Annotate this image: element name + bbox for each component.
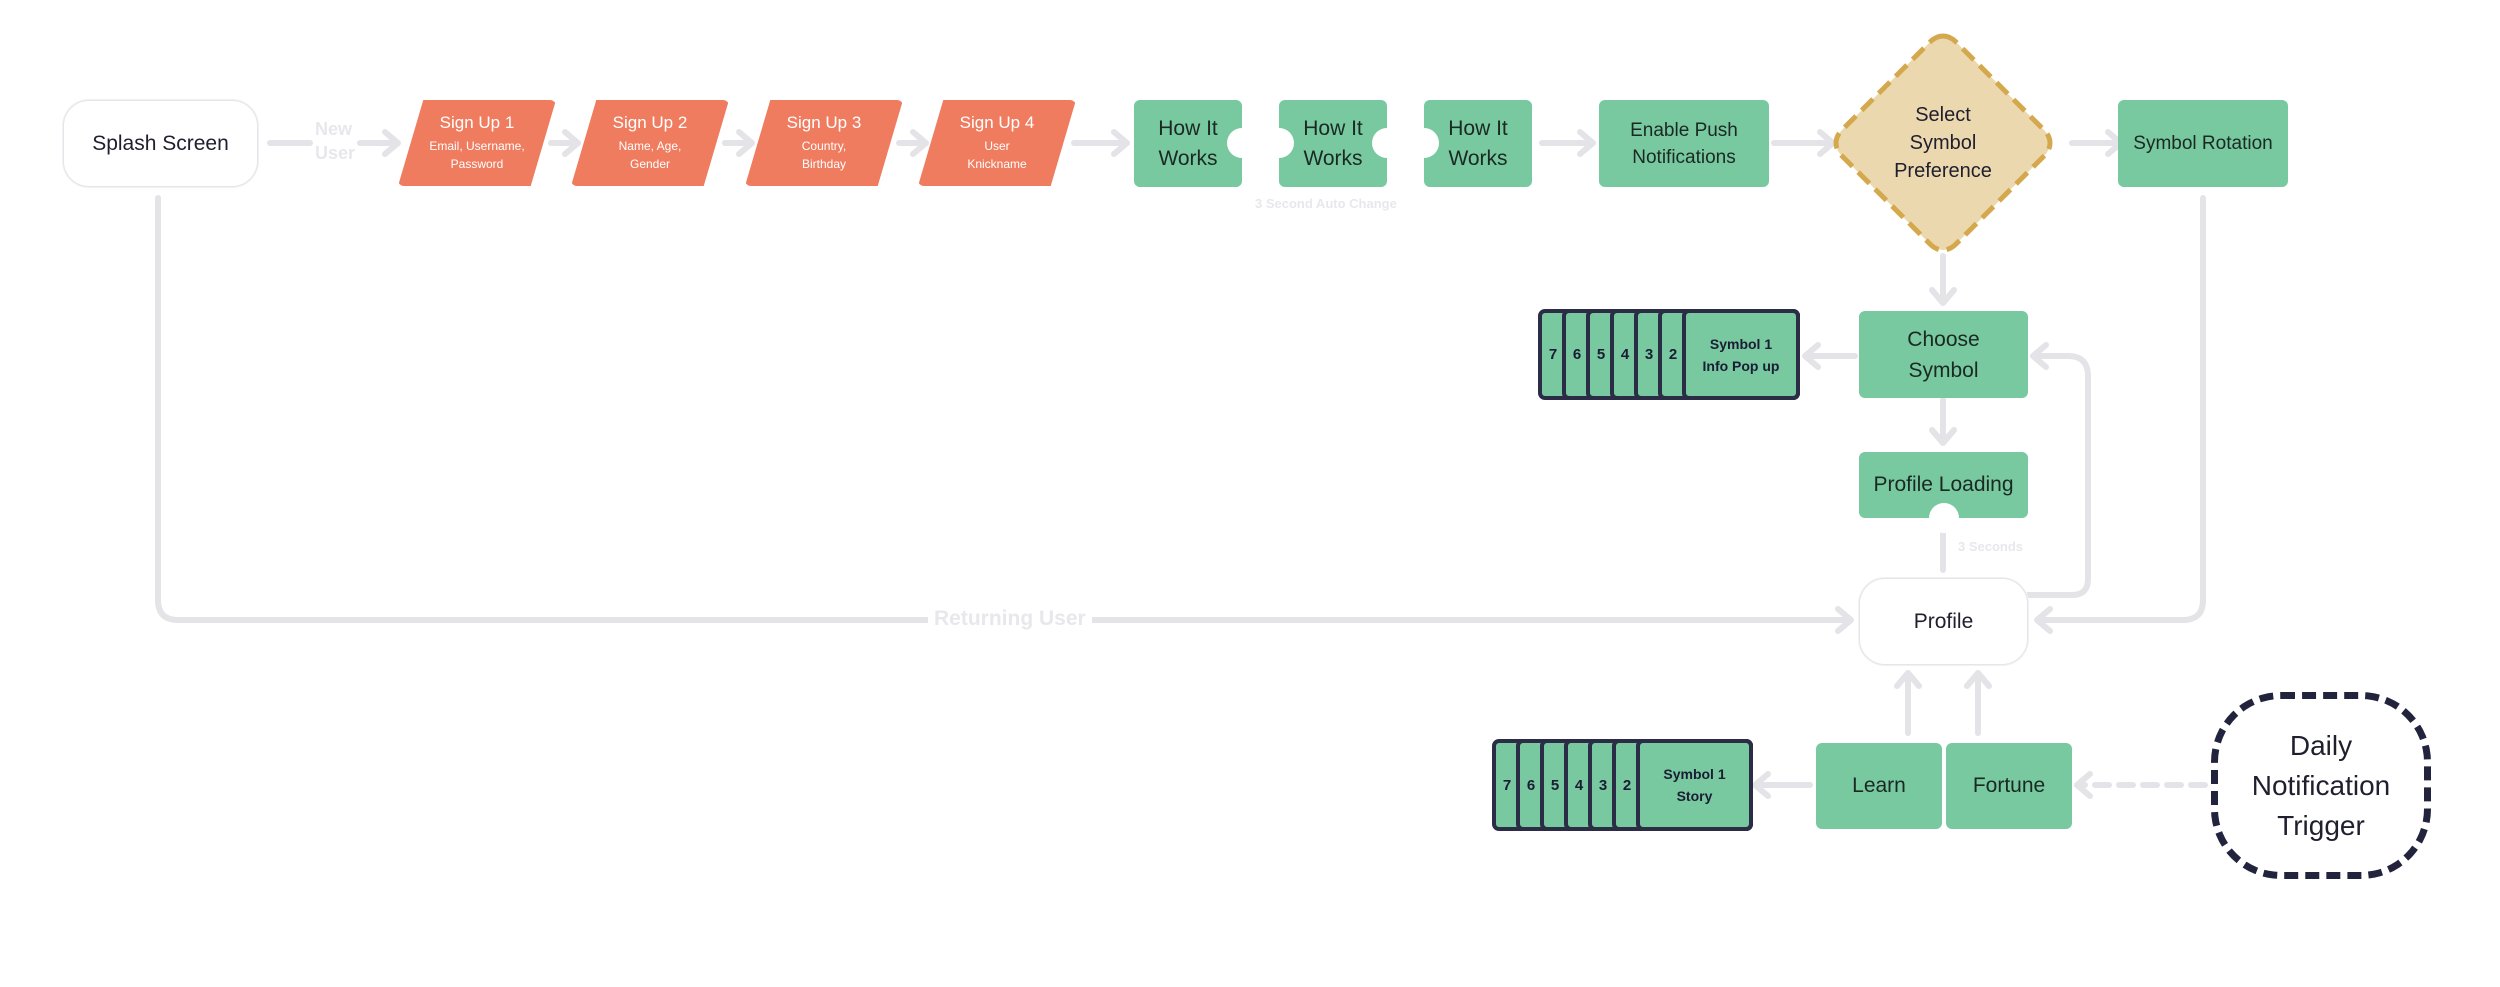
new-user-label: New User (315, 119, 356, 163)
learn-node[interactable]: Learn (1816, 743, 1942, 829)
auto-change-label: 3 Second Auto Change (1255, 196, 1397, 211)
story-card-6-number: 6 (1526, 776, 1536, 794)
signup-2-title: Sign Up 2 (612, 113, 688, 132)
fortune-node[interactable]: Fortune (1946, 743, 2072, 829)
story-card-1: Symbol 1 Story (1636, 739, 1753, 831)
story-card-2-number: 2 (1622, 776, 1632, 794)
signup-4-node[interactable]: Sign Up 4 User Knickname (918, 100, 1076, 186)
info-card-2-number: 2 (1668, 346, 1678, 363)
info-card-1-label: Symbol 1 Info Pop up (1702, 335, 1780, 374)
decision-diamond-shape (1833, 33, 2053, 253)
symbol-story-stack[interactable]: 7 6 5 4 3 2 Symbol 1 Story (1492, 739, 1753, 831)
story-card-1-label: Symbol 1 Story (1663, 766, 1726, 804)
returning-user-label: Returning User (928, 607, 1092, 631)
how-it-works-2-node[interactable]: How It Works (1279, 100, 1387, 187)
how-it-works-1-node[interactable]: How It Works (1134, 100, 1242, 187)
signup-2-shape (571, 100, 729, 186)
story-card-4-number: 4 (1574, 776, 1584, 794)
signup-3-title: Sign Up 3 (786, 113, 862, 132)
signup-3-node[interactable]: Sign Up 3 Country, Birthday (745, 100, 903, 186)
select-symbol-label: Select Symbol Preference (1894, 104, 1992, 182)
info-card-1: Symbol 1 Info Pop up (1682, 309, 1800, 400)
daily-notification-trigger[interactable]: Daily Notification Trigger (2211, 692, 2431, 879)
signup-2-node[interactable]: Sign Up 2 Name, Age, Gender (571, 100, 729, 186)
signup-1-subtitle: Email, Username, Password (429, 139, 525, 171)
story-card-3-number: 3 (1598, 776, 1608, 794)
story-card-5-number: 5 (1550, 776, 1560, 794)
seconds-label: 3 Seconds (1958, 539, 2024, 554)
how-it-works-3-node[interactable]: How It Works (1424, 100, 1532, 187)
signup-3-subtitle: Country, Birthday (801, 139, 847, 171)
choose-symbol-node[interactable]: Choose Symbol (1859, 311, 2028, 398)
connector-dot (1372, 128, 1402, 158)
info-card-6-number: 6 (1572, 346, 1582, 363)
info-card-3-number: 3 (1644, 346, 1654, 363)
select-symbol-decision[interactable]: Select Symbol Preference (1832, 32, 2054, 254)
info-card-5-number: 5 (1596, 346, 1606, 363)
splash-screen-node[interactable]: Splash Screen (63, 100, 258, 187)
symbol-info-stack[interactable]: 7 6 5 4 3 2 Symbol 1 Info Pop up (1538, 309, 1800, 400)
connector-dot (1929, 503, 1959, 533)
signup-1-shape (398, 100, 556, 186)
info-card-4-number: 4 (1620, 346, 1630, 363)
profile-node[interactable]: Profile (1859, 578, 2028, 665)
daily-trigger-label: Daily Notification Trigger (2251, 729, 2391, 841)
signup-2-subtitle: Name, Age, Gender (618, 139, 682, 171)
signup-4-title: Sign Up 4 (959, 113, 1035, 132)
signup-1-node[interactable]: Sign Up 1 Email, Username, Password (398, 100, 556, 186)
connector-dot (1227, 128, 1257, 158)
info-card-7-number: 7 (1548, 346, 1558, 363)
symbol-rotation-node[interactable]: Symbol Rotation (2118, 100, 2288, 187)
signup-4-subtitle: User Knickname (967, 139, 1027, 171)
enable-push-node[interactable]: Enable Push Notifications (1599, 100, 1769, 187)
signup-4-shape (918, 100, 1076, 186)
signup-3-shape (745, 100, 903, 186)
profile-loading-node[interactable]: Profile Loading (1859, 452, 2028, 518)
connector-dot (1264, 128, 1294, 158)
story-card-7-number: 7 (1502, 776, 1512, 794)
connector-dot (1409, 128, 1439, 158)
signup-1-title: Sign Up 1 (439, 113, 515, 132)
